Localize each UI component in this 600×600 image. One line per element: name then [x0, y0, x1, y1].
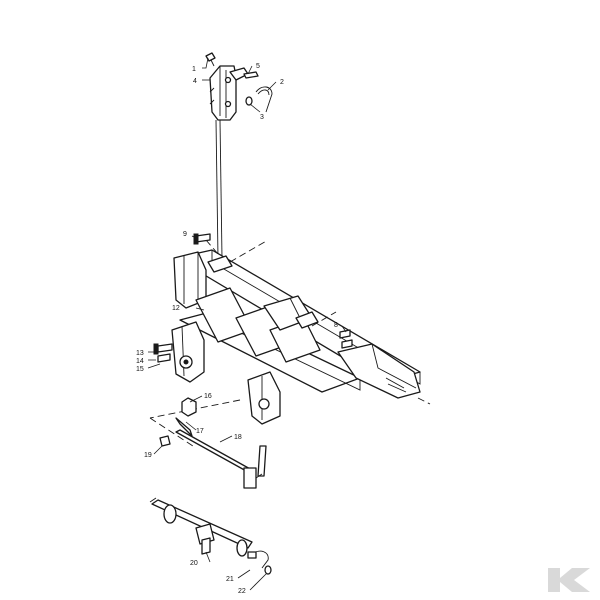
cross-shaft	[149, 497, 253, 557]
callout-2: 2	[280, 79, 284, 86]
callout-8: 8	[334, 322, 338, 329]
callout-9: 9	[183, 231, 187, 238]
callout-19: 19	[144, 452, 152, 459]
washer	[245, 96, 253, 106]
pin	[243, 71, 259, 79]
pin-13-15	[153, 343, 173, 363]
kramp-k-logo-icon	[548, 568, 590, 592]
callout-14: 14	[136, 358, 144, 365]
stand-pin	[159, 435, 171, 447]
centre-line	[215, 119, 219, 259]
reference-line-a	[229, 239, 269, 263]
main-frame	[171, 249, 421, 425]
callout-18: 18	[234, 434, 242, 441]
bolt-8	[339, 329, 353, 349]
callout-15: 15	[136, 366, 144, 373]
callout-22: 22	[238, 588, 246, 595]
callout-13: 13	[136, 350, 144, 357]
callout-3: 3	[260, 114, 264, 121]
linch-pin	[247, 550, 269, 569]
callout-16: 16	[204, 393, 212, 400]
callout-4: 4	[193, 78, 197, 85]
reference-line-b	[311, 311, 337, 327]
callout-21: 21	[226, 576, 234, 583]
lynch-pin	[255, 86, 273, 113]
callout-5: 5	[256, 63, 260, 70]
reference-line-c	[205, 239, 219, 255]
bolt-9	[193, 233, 211, 245]
reference-line-e	[417, 397, 431, 405]
washer-22	[264, 565, 272, 575]
callout-12: 12	[172, 305, 180, 312]
callout-1: 1	[192, 66, 196, 73]
leader-lines	[147, 57, 347, 591]
top-link-bracket	[209, 65, 249, 121]
callout-20: 20	[190, 560, 198, 567]
callout-17: 17	[196, 428, 204, 435]
stand-bar	[175, 429, 267, 489]
